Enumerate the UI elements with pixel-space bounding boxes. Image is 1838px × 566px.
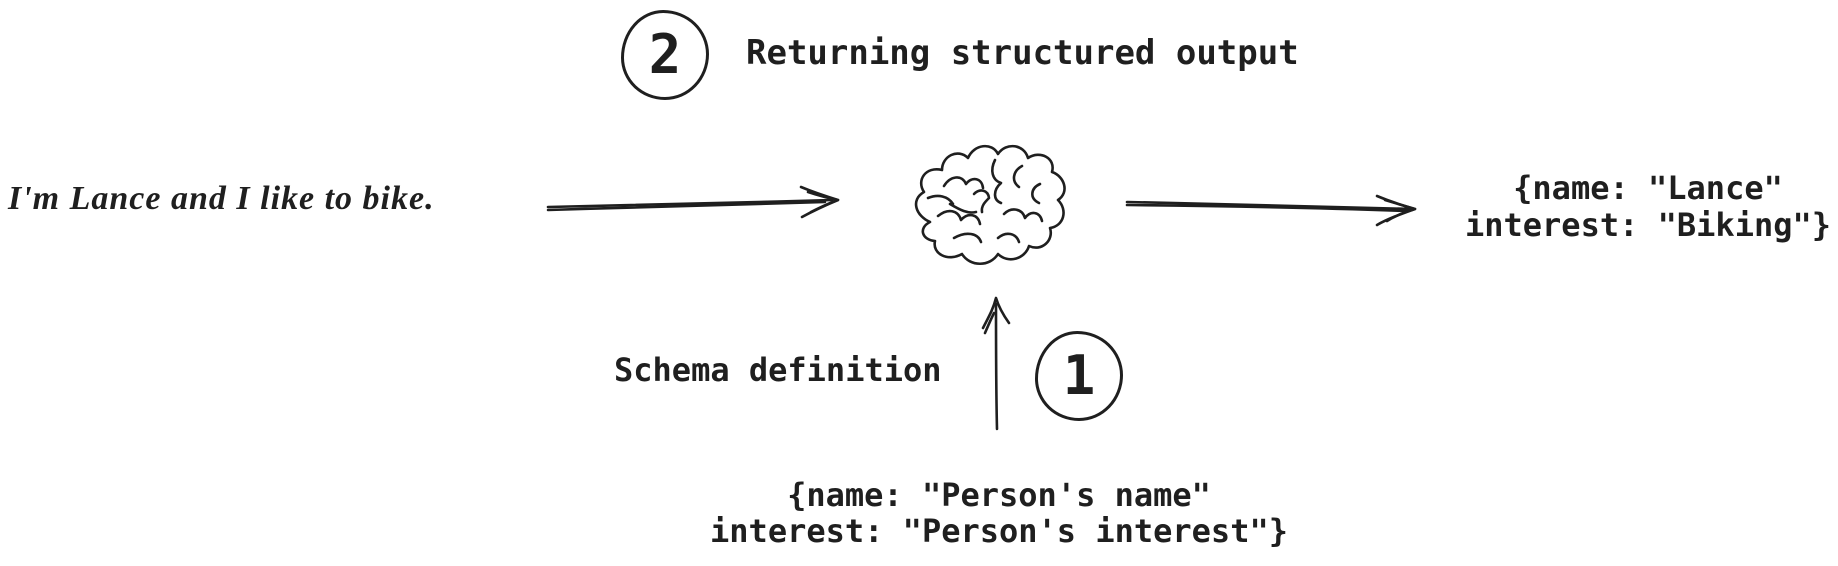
schema-arrow-up-icon	[981, 296, 1011, 431]
user-input-text: I'm Lance and I like to bike.	[8, 180, 435, 217]
output-arrow-right-icon	[1125, 194, 1417, 227]
step-2-label: Returning structured output	[746, 33, 1299, 73]
step-2-badge: 2	[621, 10, 709, 100]
output-line-2: interest: "Biking"}	[1464, 206, 1832, 244]
step-1-badge: 1	[1035, 331, 1123, 421]
schema-json-text: {name: "Person's name" interest: "Person…	[699, 477, 1299, 549]
structured-output-text: {name: "Lance" interest: "Biking"}	[1458, 170, 1838, 244]
input-arrow-right-icon	[546, 185, 840, 219]
schema-line-2: interest: "Person's interest"}	[710, 512, 1288, 550]
step-1-number: 1	[1062, 344, 1096, 407]
brain-icon	[914, 144, 1066, 266]
schema-line-1: {name: "Person's name"	[787, 476, 1211, 514]
step-1-label: Schema definition	[614, 351, 942, 389]
step-2-number: 2	[648, 23, 682, 86]
output-line-1: {name: "Lance"	[1513, 169, 1783, 207]
